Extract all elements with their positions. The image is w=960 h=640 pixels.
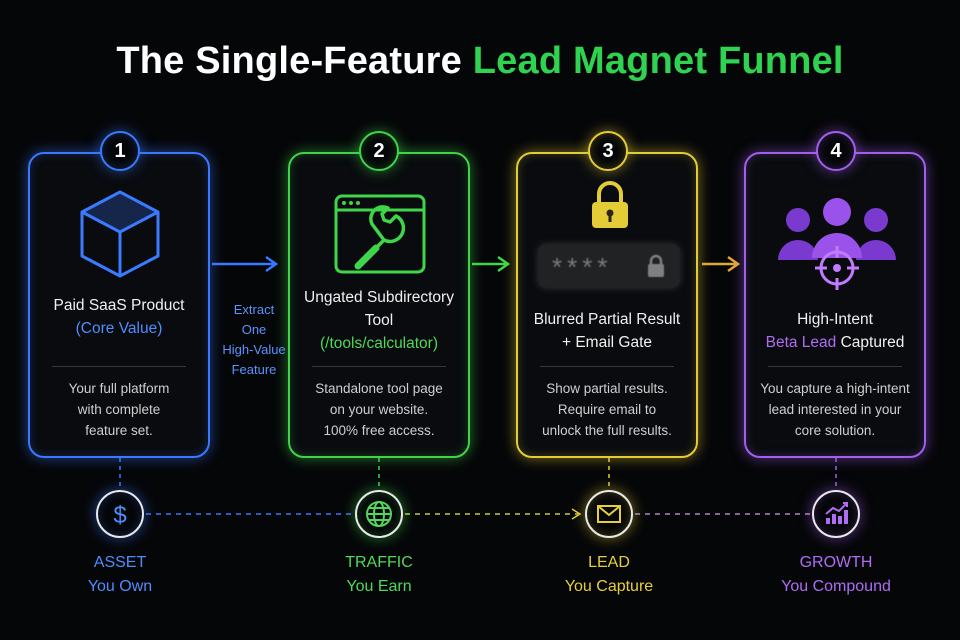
- step-1-title: Paid SaaS Product: [53, 297, 185, 314]
- small-lock-icon: [648, 254, 664, 277]
- lead-circle: [585, 490, 633, 538]
- step-badge-1: 1: [100, 131, 140, 171]
- growth-label: GROWTH You Compound: [746, 551, 926, 599]
- step-4-title: High-Intent: [797, 311, 873, 328]
- divider: [312, 366, 446, 367]
- lead-label: LEAD You Capture: [519, 551, 699, 599]
- page-title: The Single-Feature Lead Magnet Funnel: [0, 40, 960, 83]
- step-badge-2: 2: [359, 131, 399, 171]
- divider: [768, 366, 902, 367]
- masked-result: ****: [552, 252, 613, 282]
- lead-title: LEAD: [588, 554, 630, 571]
- step-2-title-line2: Tool: [364, 312, 394, 329]
- step-3-title: Blurred Partial Result: [533, 311, 681, 328]
- step-card-1: Paid SaaS Product (Core Value) Your full…: [28, 152, 210, 458]
- step-card-3: **** Blurred Partial Result + Email Gate…: [516, 152, 698, 458]
- asset-circle: $: [96, 490, 144, 538]
- asset-sub: You Own: [87, 578, 153, 595]
- globe-icon: [366, 501, 392, 527]
- step-card-4: High-Intent Beta Lead Captured You captu…: [744, 152, 926, 458]
- step-1-subtitle: (Core Value): [75, 320, 163, 337]
- step-2-title: Ungated Subdirectory: [304, 289, 454, 306]
- growth-title: GROWTH: [799, 554, 873, 571]
- lock-icon: [592, 181, 628, 228]
- lead-sub: You Capture: [564, 578, 654, 595]
- users-target-icon: [778, 198, 896, 290]
- svg-text:$: $: [113, 502, 126, 529]
- traffic-title: TRAFFIC: [345, 554, 413, 571]
- step-2-heading: Ungated Subdirectory Tool (/tools/calcul…: [296, 286, 462, 355]
- asset-label: ASSET You Own: [30, 551, 210, 599]
- step-4-highlight: Beta Lead: [765, 334, 837, 351]
- divider: [52, 366, 186, 367]
- chart-growth-icon: [825, 502, 848, 524]
- cube-icon: [80, 190, 160, 278]
- step-2-subtitle: (/tools/calculator): [319, 335, 438, 352]
- step-3-title-line2: + Email Gate: [561, 334, 653, 351]
- divider: [540, 366, 674, 367]
- growth-circle: [812, 490, 860, 538]
- growth-sub: You Compound: [781, 578, 891, 595]
- step-1-heading: Paid SaaS Product (Core Value): [36, 294, 202, 340]
- wrench-browser-icon: [334, 194, 426, 274]
- step-4-heading: High-Intent Beta Lead Captured: [752, 308, 918, 354]
- traffic-sub: You Earn: [346, 578, 412, 595]
- step-card-2: Ungated Subdirectory Tool (/tools/calcul…: [288, 152, 470, 458]
- step-badge-3: 3: [588, 131, 628, 171]
- step-badge-4: 4: [816, 131, 856, 171]
- title-part-white: The Single-Feature: [116, 40, 462, 82]
- traffic-circle: [355, 490, 403, 538]
- arrow-1-2: [212, 255, 279, 273]
- title-part-green: Lead Magnet Funnel: [472, 40, 844, 82]
- step-3-heading: Blurred Partial Result + Email Gate: [524, 308, 690, 354]
- envelope-icon: [597, 505, 621, 523]
- arrow-3-4: [702, 255, 741, 273]
- traffic-label: TRAFFIC You Earn: [289, 551, 469, 599]
- arrow-2-3: [472, 255, 511, 273]
- dollar-icon: $: [113, 502, 126, 529]
- asset-title: ASSET: [93, 554, 147, 571]
- blurred-result-field: ****: [538, 244, 680, 288]
- step-4-title-end: Captured: [840, 334, 905, 351]
